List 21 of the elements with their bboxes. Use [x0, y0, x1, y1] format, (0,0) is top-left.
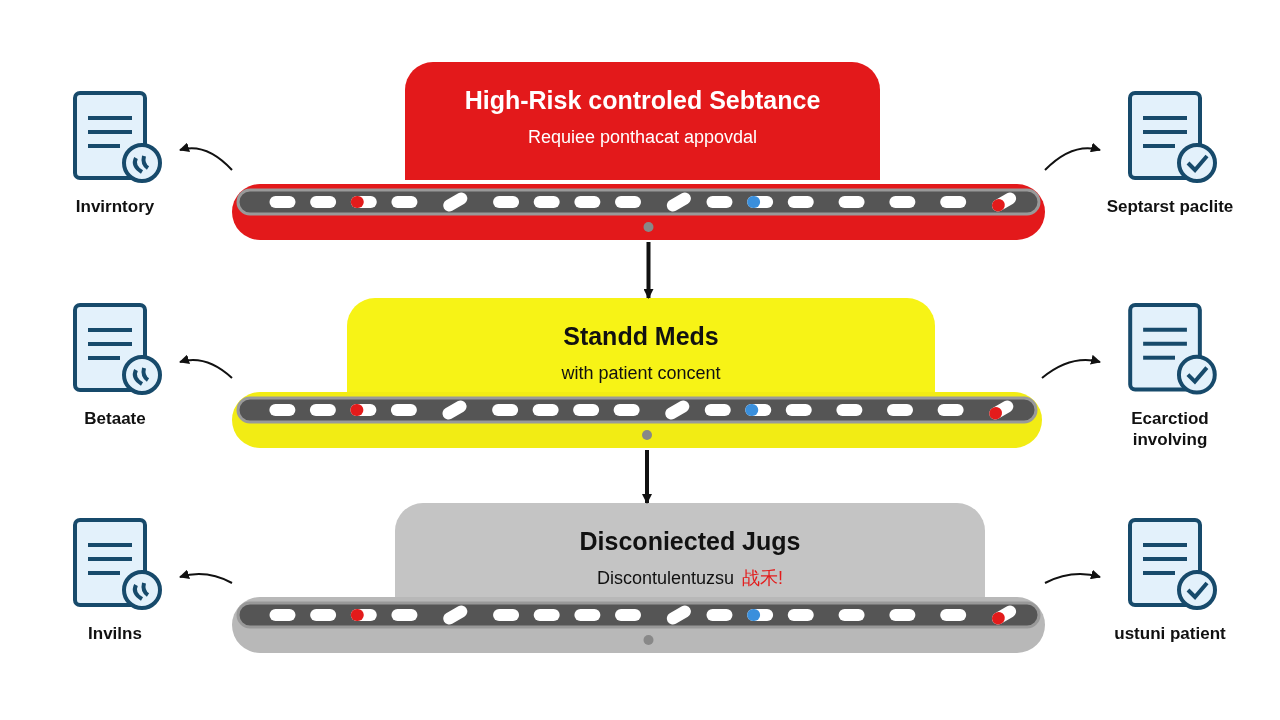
band-subtitle: Requiee ponthacat appovdal: [527, 125, 758, 149]
band-subtitle: Discontulentuzsu: [596, 566, 735, 590]
step-label: Septarst paclite: [1106, 196, 1234, 218]
step-label: ustuni patient: [1114, 623, 1226, 645]
step-label: Ecarctiod involving: [1130, 407, 1210, 450]
band-title: Disconiected Jugs: [579, 526, 801, 557]
arrow: [643, 242, 654, 299]
step-label: Betaate: [84, 408, 146, 430]
step-label: Invilns: [88, 623, 142, 645]
band-subtitle: with patient concent: [561, 361, 721, 385]
arrow: [179, 142, 233, 171]
arrow: [179, 354, 233, 379]
arrow: [1041, 355, 1101, 379]
band-title: Standd Meds: [563, 321, 719, 352]
step-label: Invirntory: [75, 196, 155, 218]
arrow: [1044, 143, 1101, 171]
warning-text: 战禾!: [742, 566, 784, 590]
band-title: High-Risk controled Sebtance: [464, 85, 821, 116]
arrow: [1044, 569, 1101, 584]
arrow: [642, 450, 652, 504]
arrow: [179, 569, 233, 584]
